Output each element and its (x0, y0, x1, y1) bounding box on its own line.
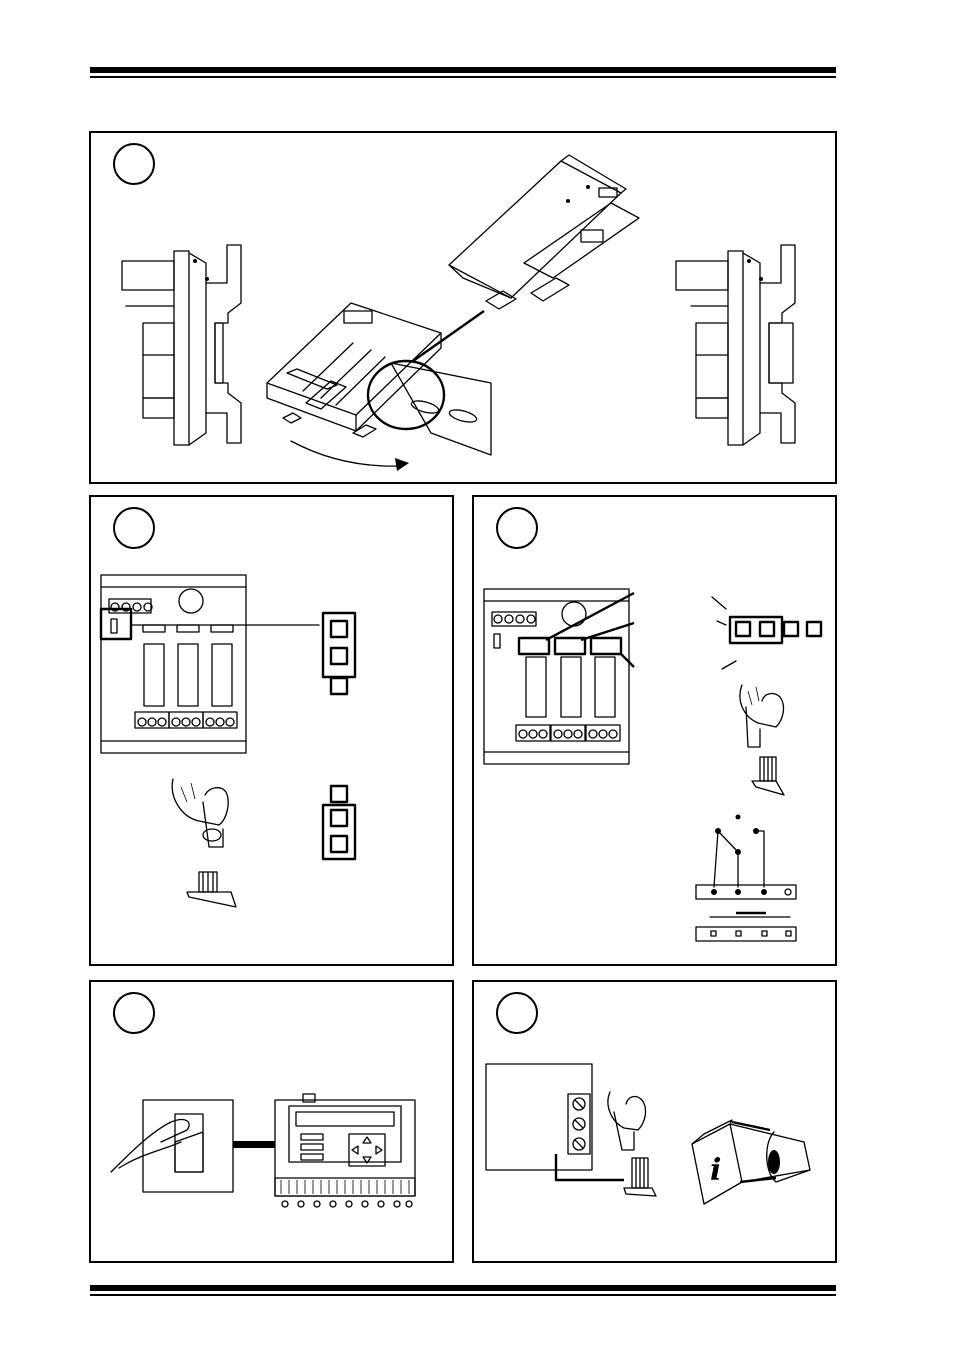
panel-relay-config (472, 495, 837, 966)
display-unit-icon (275, 1094, 415, 1207)
relay-module-icon (484, 589, 629, 764)
hand-icon (740, 685, 784, 795)
jumper-icon (323, 786, 355, 859)
terminal-block-icon (486, 1064, 624, 1180)
relay-contact-diagram (696, 815, 796, 942)
module-on-rail-view (267, 303, 491, 471)
panel-wiring-manual: i (472, 980, 837, 1263)
jumper-settings-illustration (91, 497, 456, 968)
wiring-manual-illustration: i (474, 982, 839, 1265)
relay-module-icon (101, 575, 246, 753)
footer-rule-thick (90, 1285, 836, 1291)
hand-icon (111, 1120, 189, 1172)
info-symbol: i (710, 1153, 721, 1188)
relay-config-illustration (474, 497, 839, 968)
power-on-illustration (91, 982, 456, 1265)
panel-jumper-settings (89, 495, 454, 966)
header-rule-thick (90, 67, 836, 73)
side-view-left (122, 245, 241, 445)
hand-icon (172, 779, 236, 907)
switch-icon (143, 1100, 233, 1192)
panel-mounting (89, 131, 837, 484)
footer-rule-thin (90, 1294, 836, 1296)
manual-icon: i (692, 1120, 742, 1204)
panel-power-on (89, 980, 454, 1263)
side-view-right (676, 245, 795, 445)
jumper-icon (323, 613, 355, 694)
eye-icon (730, 1122, 810, 1182)
jumper-icon (712, 597, 821, 669)
header-rule-thin (90, 76, 836, 78)
din-rail-mounting-illustration (91, 133, 839, 486)
din-rail-detail (449, 155, 639, 309)
